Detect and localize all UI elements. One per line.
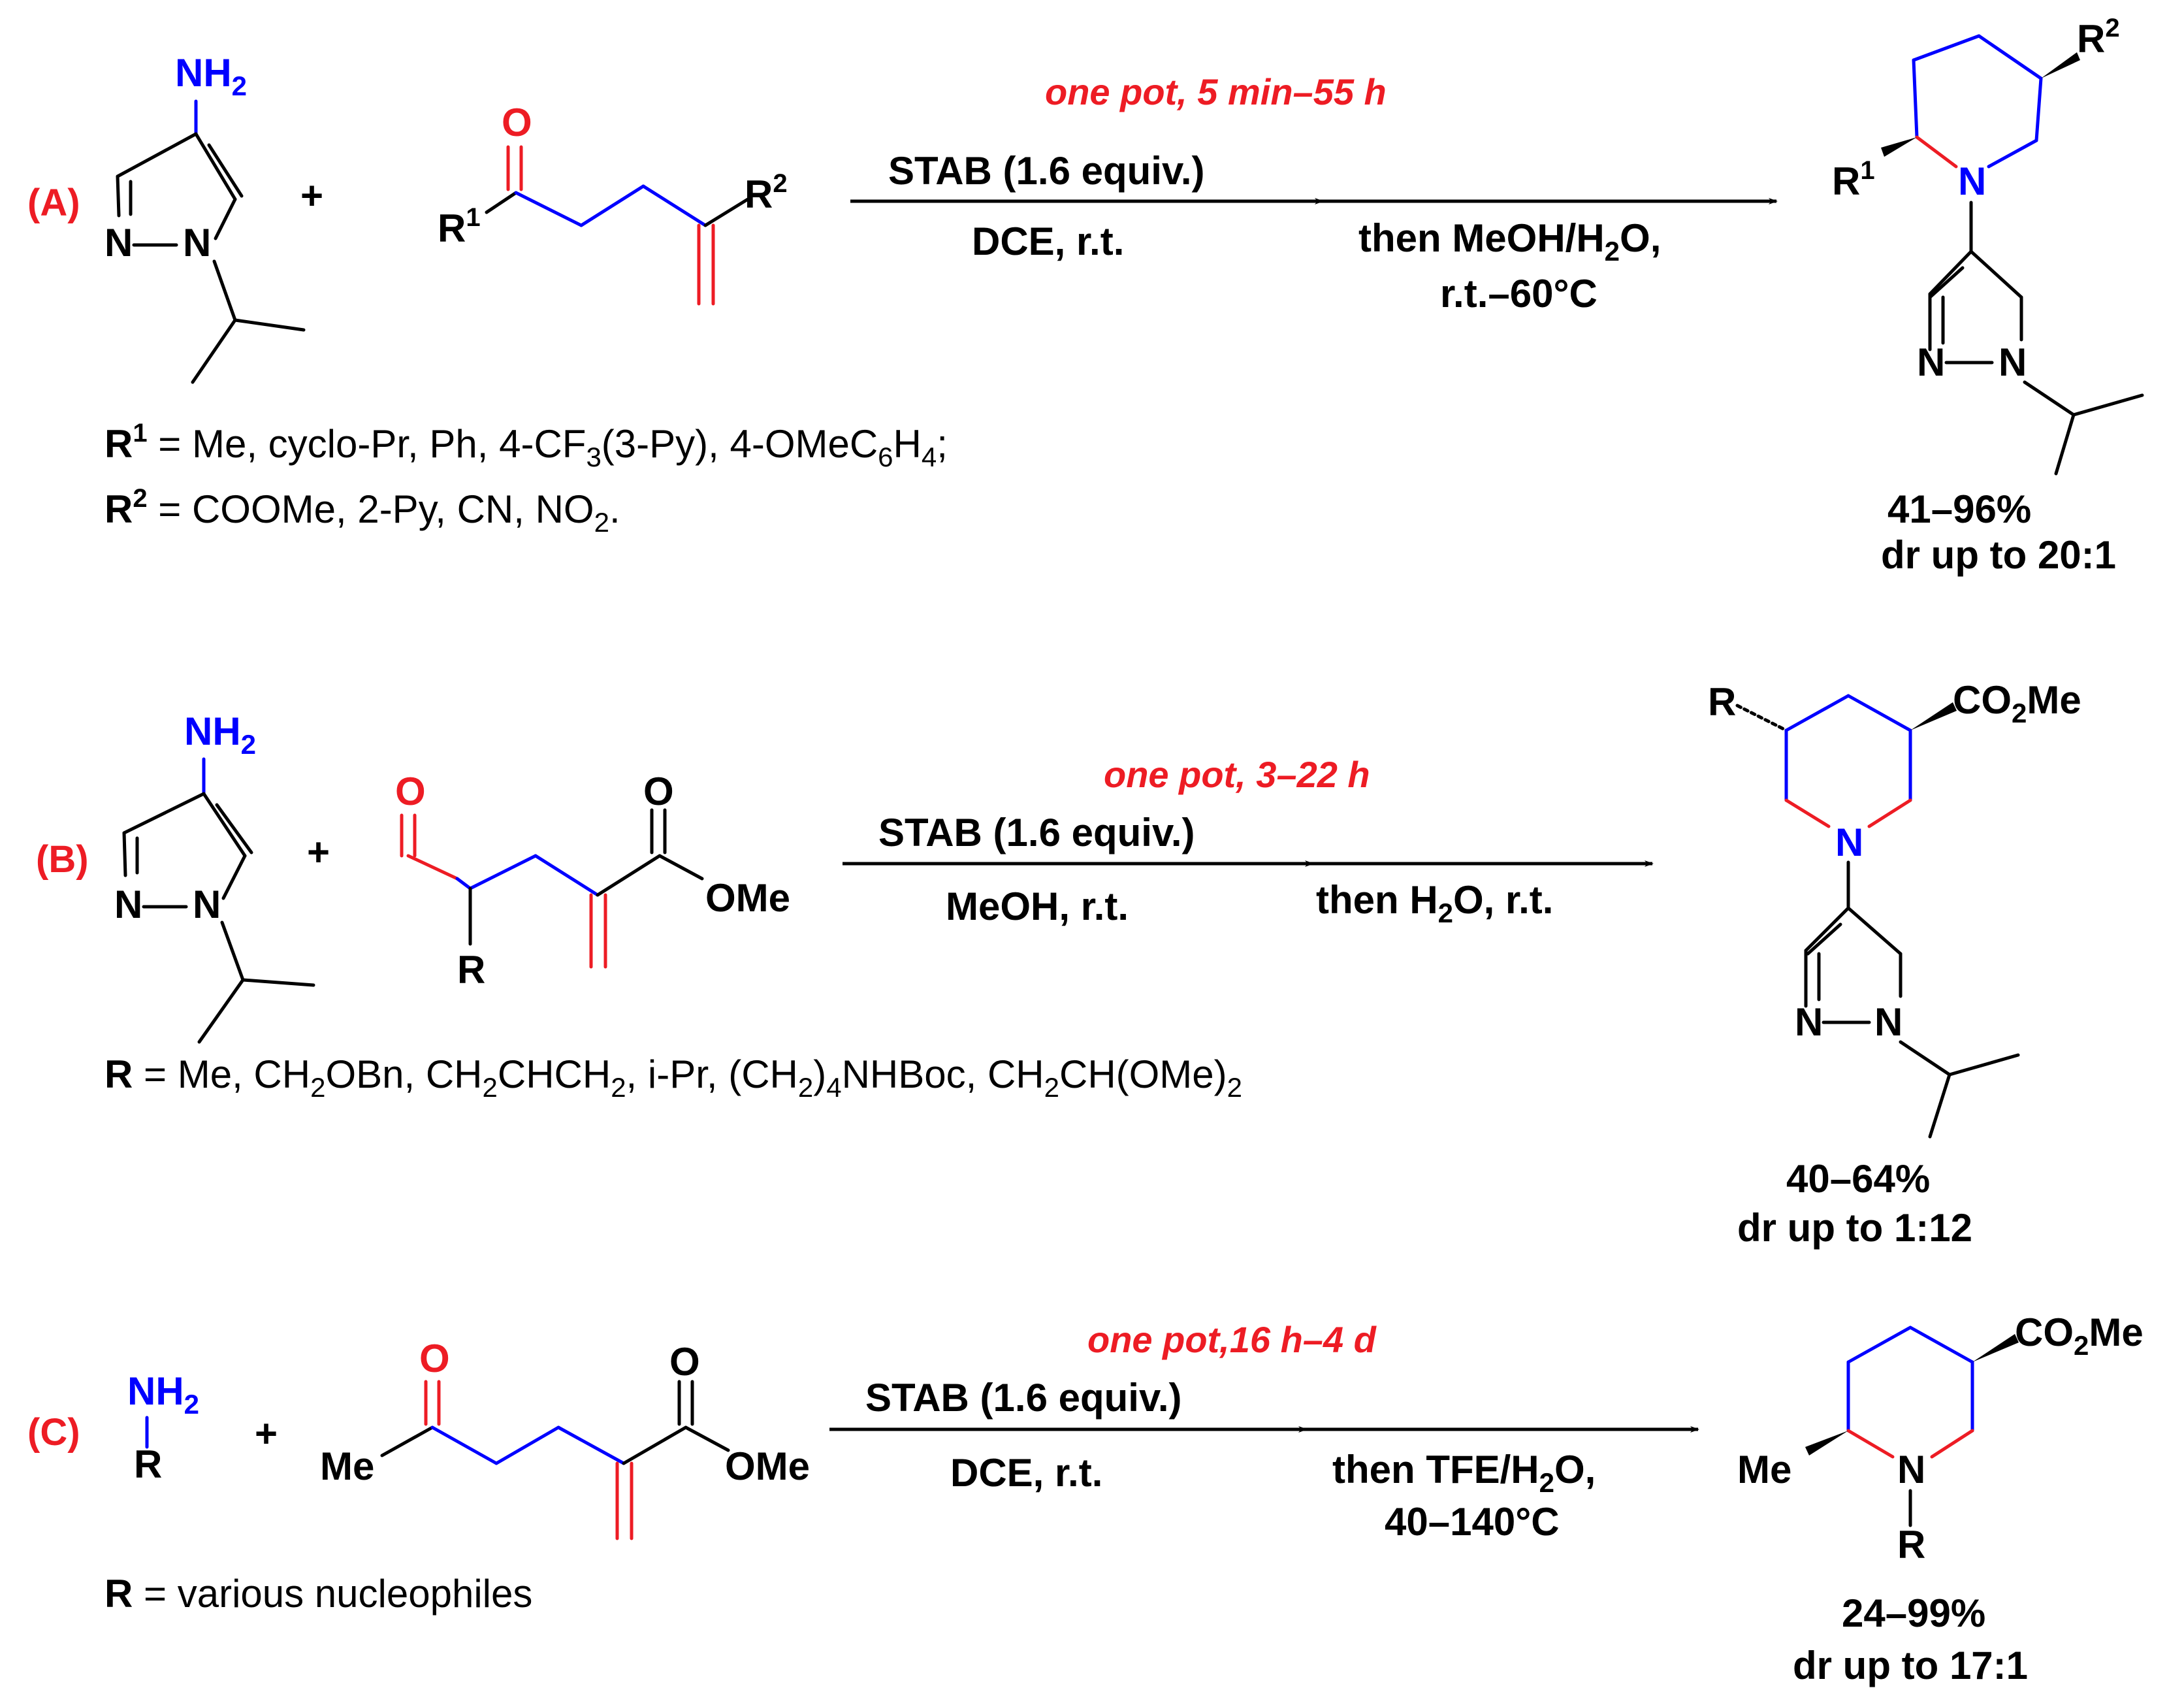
scheme-a-r2-definition: R2 = COOMe, 2-Py, CN, NO2. (104, 484, 620, 538)
scheme-b-ome: OMe (705, 876, 790, 920)
scheme-c-product: CO2Me Me N R 24–99% dr up to 17:1 (1737, 1310, 2144, 1687)
scheme-a-second-step-line2: r.t.–60°C (1440, 272, 1598, 316)
scheme-a-ketone: O R1 R2 (438, 101, 788, 306)
scheme-a-product-n: N (1958, 159, 1986, 203)
scheme-a-aminopyrazole: NH2 N N (104, 51, 306, 384)
scheme-b-time-note: one pot, 3–22 h (1104, 754, 1370, 795)
scheme-a-r2: R2 (745, 169, 788, 216)
scheme-c-yield: 24–99% (1842, 1591, 1985, 1635)
scheme-a-dr: dr up to 20:1 (1881, 533, 2116, 577)
scheme-a-pyrazole-n1: N (183, 221, 211, 265)
scheme-a-amine-group: NH2 (175, 51, 247, 101)
scheme-c-me: Me (320, 1444, 374, 1488)
scheme-c-product-co2me: CO2Me (2015, 1310, 2144, 1361)
scheme-a-second-step-line1: then MeOH/H2O, (1358, 216, 1661, 267)
scheme-c-product-r: R (1897, 1523, 1925, 1567)
scheme-b-pyrazole-n2: N (114, 883, 142, 926)
scheme-c-ester-o: O (669, 1340, 700, 1384)
scheme-c-reagent-line2: DCE, r.t. (950, 1451, 1102, 1495)
scheme-b-product-n: N (1835, 821, 1863, 864)
scheme-b-r-definition: R = Me, CH2OBn, CH2CHCH2, i-Pr, (CH2)4NH… (104, 1052, 1242, 1103)
scheme-a: (A) NH2 N N + O R1 (27, 14, 2144, 577)
scheme-c-r-definition: R = various nucleophiles (104, 1572, 532, 1616)
scheme-b-ester-o: O (643, 770, 674, 813)
scheme-a-product-pz-n2: N (1917, 340, 1945, 384)
scheme-b-product-co2me: CO2Me (1953, 678, 2081, 728)
scheme-a-r1: R1 (438, 203, 481, 250)
scheme-b-reagent-line1: STAB (1.6 equiv.) (878, 811, 1195, 854)
scheme-c-ketoester: O Me O OMe (320, 1337, 810, 1540)
scheme-c-amine-r: R (134, 1442, 162, 1486)
scheme-b-r: R (457, 948, 485, 992)
scheme-c-reagent-line1: STAB (1.6 equiv.) (865, 1376, 1182, 1420)
scheme-c-second-step-line2: 40–140°C (1385, 1500, 1560, 1544)
scheme-a-label: (A) (27, 182, 80, 224)
scheme-b-product-r: R (1708, 680, 1736, 724)
scheme-b: (B) NH2 N N + O R (36, 678, 2081, 1250)
scheme-b-dr: dr up to 1:12 (1737, 1206, 1972, 1250)
scheme-b-aldehyde-o: O (395, 770, 426, 813)
scheme-b-product: R CO2Me N N N 40–64% dr up to 1 (1708, 678, 2081, 1250)
scheme-c-product-me: Me (1737, 1448, 1791, 1491)
scheme-b-product-pz-n2: N (1795, 1000, 1823, 1044)
scheme-b-aminopyrazole: NH2 N N (114, 709, 315, 1044)
scheme-c-label: (C) (27, 1411, 80, 1454)
scheme-b-pyrazole-n1: N (193, 883, 221, 926)
scheme-c-dr: dr up to 17:1 (1793, 1644, 2028, 1687)
scheme-b-plus: + (307, 830, 330, 874)
scheme-c-amine-group: NH2 (127, 1369, 199, 1420)
scheme-c-ome: OMe (725, 1444, 810, 1488)
scheme-a-reagent-line1: STAB (1.6 equiv.) (888, 149, 1205, 193)
scheme-a-product-pz-n1: N (1999, 340, 2027, 384)
scheme-a-carbonyl-o: O (502, 101, 532, 144)
scheme-c-ketone-o: O (419, 1337, 450, 1380)
scheme-a-pyrazole-n2: N (104, 221, 133, 265)
scheme-c: (C) NH2 R + O Me O OMe one pot,16 h–4 d (27, 1310, 2144, 1687)
scheme-a-reagent-line2: DCE, r.t. (972, 219, 1124, 263)
scheme-c-amine: NH2 R (127, 1369, 199, 1486)
scheme-a-time-note: one pot, 5 min–55 h (1045, 71, 1387, 112)
scheme-a-yield: 41–96% (1887, 487, 2031, 531)
scheme-c-time-note: one pot,16 h–4 d (1087, 1319, 1377, 1360)
scheme-c-second-step-line1: then TFE/H2O, (1332, 1448, 1596, 1498)
scheme-b-label: (B) (36, 838, 89, 881)
scheme-b-reagent-line2: MeOH, r.t. (946, 885, 1129, 928)
scheme-c-plus: + (255, 1412, 278, 1455)
scheme-b-second-step: then H2O, r.t. (1316, 878, 1553, 928)
scheme-b-amine-group: NH2 (184, 709, 256, 760)
scheme-b-yield: 40–64% (1786, 1157, 1930, 1201)
scheme-c-product-n: N (1897, 1448, 1925, 1491)
scheme-a-r1-definition: R1 = Me, cyclo-Pr, Ph, 4-CF3(3-Py), 4-OM… (104, 419, 948, 472)
scheme-b-product-pz-n1: N (1874, 1000, 1903, 1044)
scheme-a-product-r2: R2 (2077, 14, 2120, 61)
scheme-a-product: R2 R1 N N N 41–96% dr up to 20:1 (1832, 14, 2144, 577)
scheme-a-plus: + (300, 174, 323, 218)
scheme-a-product-r1: R1 (1832, 156, 1875, 203)
scheme-b-aldehyde-ester: O R O OMe (395, 770, 790, 992)
